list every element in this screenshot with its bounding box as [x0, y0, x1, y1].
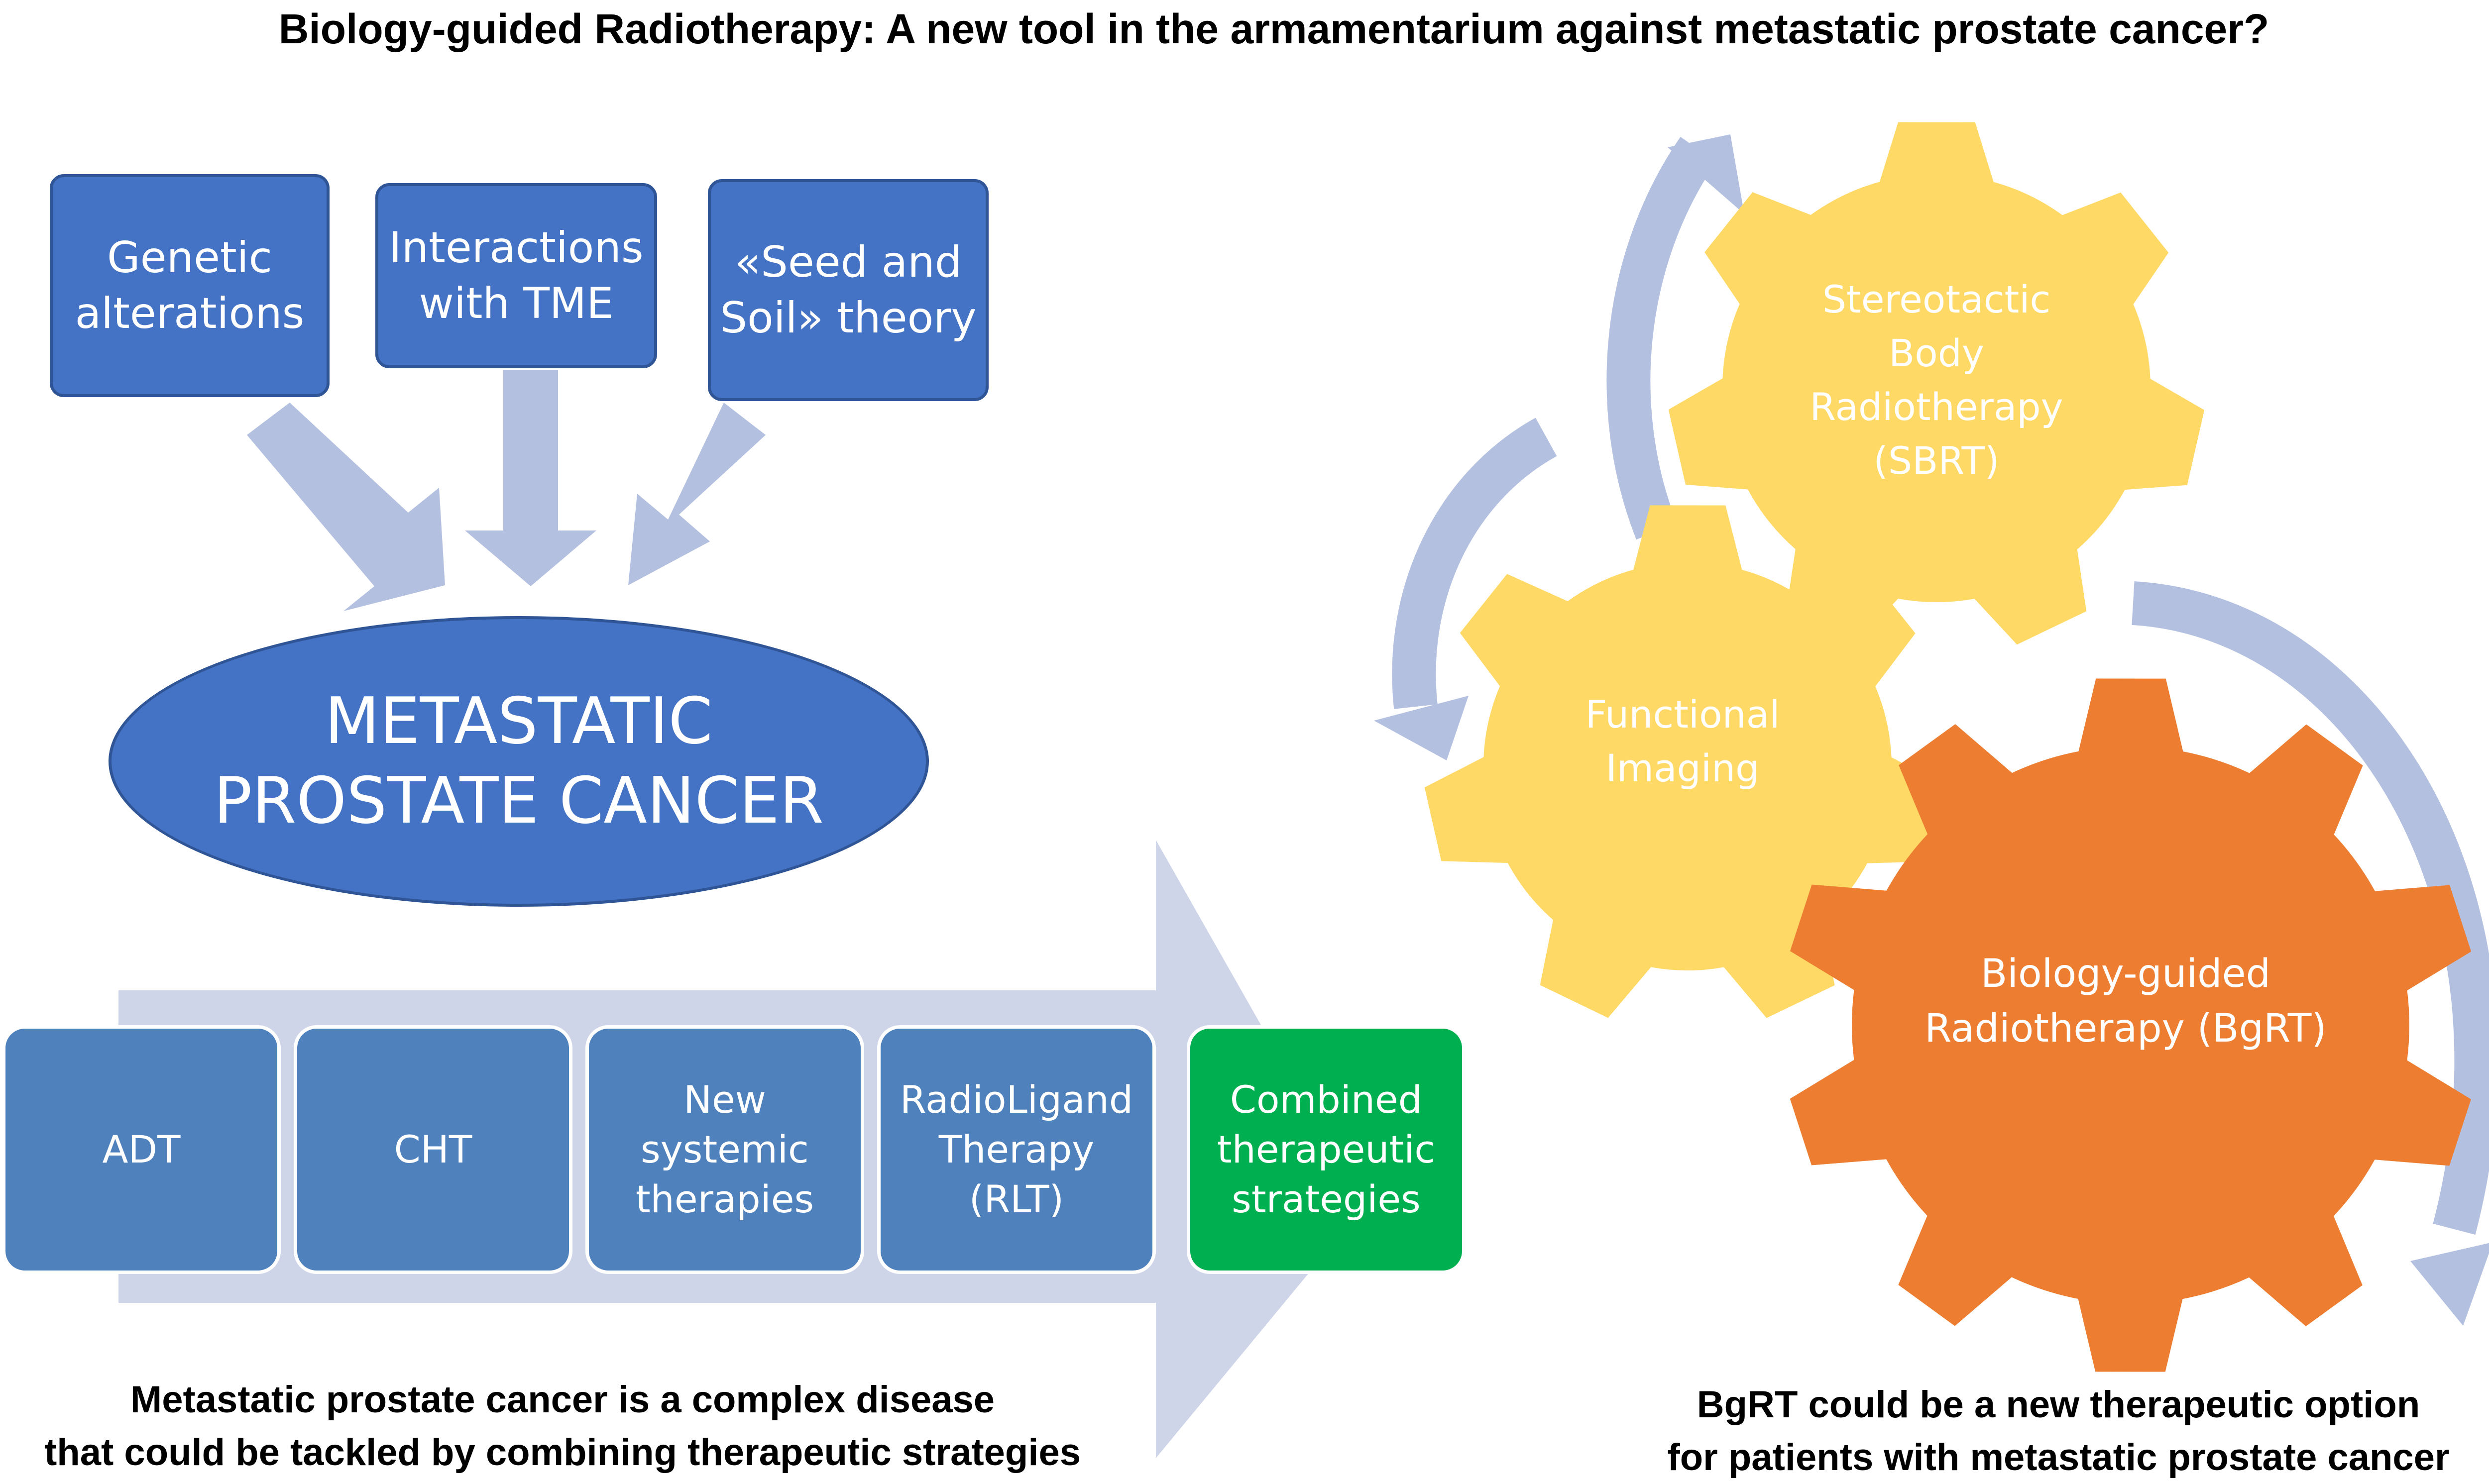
right-caption: BgRT could be a new therapeutic option f… — [1573, 1378, 2489, 1484]
gear-group — [1424, 122, 2472, 1372]
gear-label-line: Radiotherapy (BgRT) — [1924, 1006, 2327, 1051]
therapy-box-line: (RLT) — [969, 1177, 1064, 1221]
therapy-box-line: ADT — [102, 1127, 181, 1171]
cycle-arrow-left — [1392, 418, 1557, 709]
factor-box-line: Interactions — [389, 223, 644, 273]
therapy-box-line: CHT — [394, 1127, 472, 1171]
gear-label-line: Functional — [1585, 692, 1780, 737]
left-caption: Metastatic prostate cancer is a complex … — [40, 1374, 1085, 1479]
therapy-box-rlt: RadioLigand Therapy (RLT) — [877, 1025, 1156, 1274]
left-caption-line: that could be tackled by combining thera… — [44, 1431, 1081, 1474]
therapy-box-line: strategies — [1232, 1177, 1421, 1221]
factor-arrow-seed-soil — [628, 403, 766, 585]
therapy-box-adt: ADT — [2, 1025, 281, 1274]
therapy-box-line: systemic — [641, 1127, 809, 1171]
factor-box-seed-soil: «Seed and Soil» theory — [708, 179, 989, 401]
gear-label-line: Body — [1889, 331, 1984, 375]
left-caption-line: Metastatic prostate cancer is a complex … — [130, 1378, 995, 1421]
factor-box-line: alterations — [75, 289, 305, 338]
gear-label-bgrt: Biology-guided Radiotherapy (BgRT) — [1902, 947, 2350, 1056]
therapy-box-line: RadioLigand — [900, 1077, 1133, 1122]
gear-label-sbrt: Stereotactic Body Radiotherapy (SBRT) — [1782, 273, 2091, 488]
factor-box-line: with TME — [419, 279, 614, 328]
disease-label-line: METASTATIC — [325, 684, 713, 758]
therapy-box-combined: Combined therapeutic strategies — [1187, 1025, 1466, 1274]
diagram-title: Biology-guided Radiotherapy: A new tool … — [278, 5, 2269, 52]
therapy-box-line: Combined — [1230, 1077, 1423, 1122]
right-caption-line: BgRT could be a new therapeutic option — [1697, 1383, 2420, 1426]
factor-box-line: «Seed and — [734, 237, 962, 287]
disease-label-line: PROSTATE CANCER — [214, 764, 824, 838]
gear-label-line: Imaging — [1605, 746, 1760, 790]
therapy-box-line: therapies — [635, 1177, 814, 1221]
factor-arrow-tme — [465, 370, 596, 586]
therapy-box-new-systemic: New systemic therapies — [585, 1025, 864, 1274]
therapy-box-line: Therapy — [938, 1127, 1095, 1171]
factor-box-genetic-alterations: Genetic alterations — [50, 174, 330, 397]
factor-box-interactions-tme: Interactions with TME — [375, 183, 657, 368]
gear-sbrt — [1668, 122, 2205, 645]
cycle-arrow-left-head — [1374, 696, 1469, 760]
metastatic-prostate-cancer-ellipse: METASTATIC PROSTATE CANCER — [109, 616, 929, 907]
therapy-box-cht: CHT — [294, 1025, 572, 1274]
cycle-arrow-upper-head — [1668, 134, 1744, 214]
gear-label-line: Stereotactic — [1822, 277, 2051, 321]
cycle-arrow-right-head — [2410, 1243, 2489, 1326]
therapy-box-line: therapeutic — [1217, 1127, 1436, 1171]
cycle-arrow-upper — [1606, 137, 1717, 540]
gear-bgrt — [1790, 678, 2472, 1372]
right-caption-line: for patients with metastatic prostate ca… — [1667, 1436, 2450, 1479]
factor-box-line: Soil» theory — [720, 293, 977, 343]
factor-arrow-genetic — [247, 403, 445, 611]
gear-label-imaging: Functional Imaging — [1533, 688, 1832, 795]
gear-label-line: Biology-guided — [1980, 952, 2271, 996]
gear-label-line: (SBRT) — [1873, 438, 2000, 483]
cycle-arrow-right — [2132, 581, 2489, 1235]
therapy-box-line: New — [683, 1077, 766, 1122]
factor-box-line: Genetic — [107, 233, 272, 283]
gear-label-line: Radiotherapy — [1810, 385, 2063, 429]
